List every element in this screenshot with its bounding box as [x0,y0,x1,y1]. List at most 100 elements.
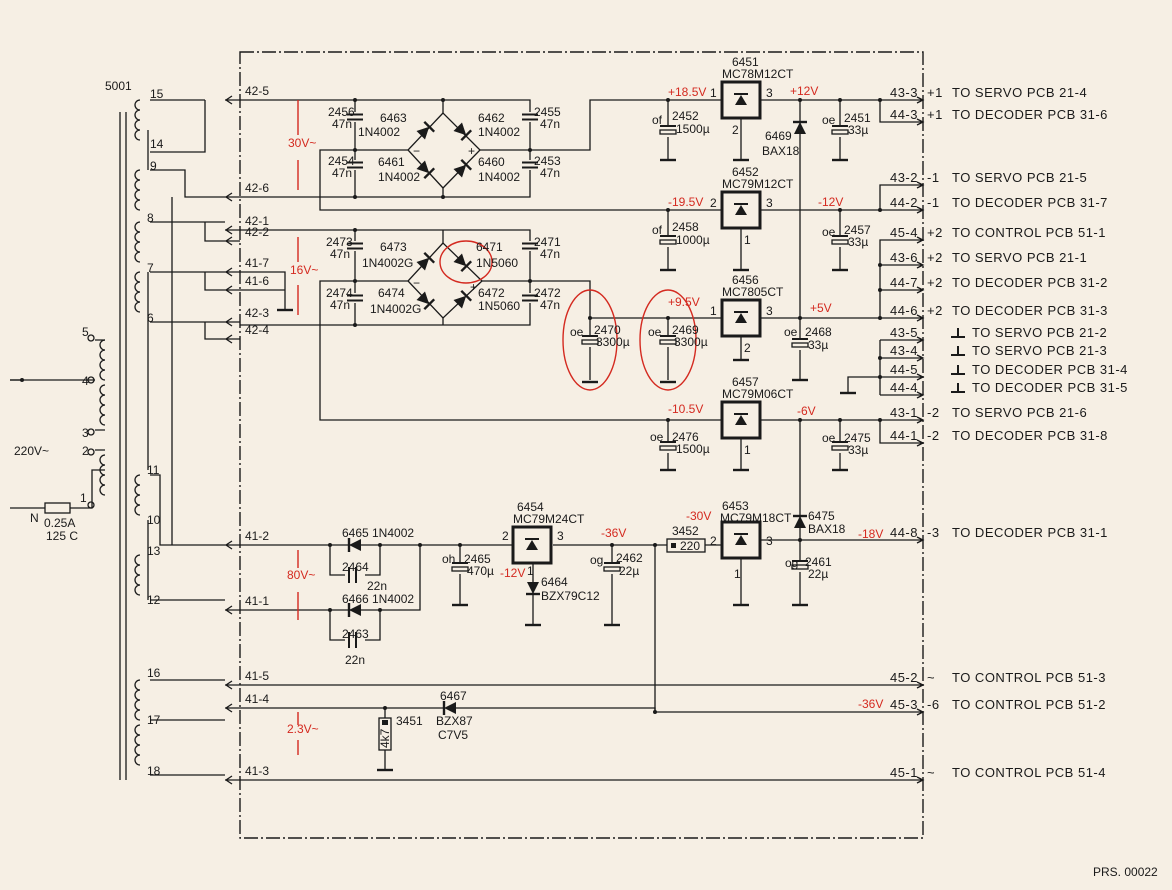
ground-icon [951,365,965,375]
output-connector-label: 45-4 [890,225,918,240]
part-value: 22µ [619,564,639,578]
output-connector-label: 44-6 [890,303,918,318]
pin-label: 1 [527,564,534,578]
tap-label: 17 [147,713,161,727]
regulator-6453 [720,520,762,560]
part-value: 1N4002 [478,125,520,139]
connector-42-4: 42-4 [224,323,269,344]
neutral-label: N [30,511,39,525]
part-ref: 6463 [380,111,407,125]
output-destination: TO SERVO PCB 21-3 [972,343,1107,358]
output-destination: TO CONTROL PCB 51-4 [952,765,1106,780]
voltage-label: -12V [500,566,525,580]
tap-label: 14 [150,137,164,151]
part-ref: 2462 [616,551,643,565]
cap-mark: oh [442,552,455,566]
output-sign: -6 [927,697,940,712]
connector-label: 41-3 [245,764,269,778]
connector-42-5: 42-5 [224,84,269,105]
pin-label: 3 [766,534,773,548]
part-ref: 6462 [478,111,505,125]
tap-label: 1 [80,491,87,505]
regulator-ref: 6451 [732,55,759,69]
part-ref: 6461 [378,155,405,169]
part-ref: 6465 [342,526,369,540]
tap-label: 8 [147,211,154,225]
part-ref: 6464 [541,575,568,589]
voltage-label: -30V [686,509,711,523]
regulator-ref: 6452 [732,165,759,179]
output-connector-label: 45-2 [890,670,918,685]
tap-label: 15 [150,87,164,101]
regulator-type: MC79M24CT [513,512,585,526]
regulator-6452 [720,190,762,230]
ground-icon [951,346,965,356]
output-destination: TO DECODER PCB 31-4 [972,362,1128,377]
output-destination: TO SERVO PCB 21-5 [952,170,1087,185]
connector-41-4: 41-4 [224,692,269,713]
part-ref: 2471 [534,235,561,249]
connector-label: 42-6 [245,181,269,195]
part-value: 47n [332,166,352,180]
cap-mark: oe [570,325,584,339]
part-ref: 6473 [380,240,407,254]
pin-label: 3 [766,86,773,100]
connector-label: 42-1 [245,214,269,228]
pin-label: 2 [744,341,751,355]
part-value: 1N5060 [478,299,520,313]
ground-icon [951,383,965,393]
tap-label: 5 [82,325,89,339]
minus-sign: − [413,276,420,290]
connector-label: 42-5 [245,84,269,98]
cap-mark: oe [648,325,662,339]
part-value: 1N4002 [372,526,414,540]
output-connector-label: 43-1 [890,405,918,420]
part-ref: 6469 [765,129,792,143]
regulator-type: MC79M06CT [722,387,794,401]
ground-icon [951,328,965,338]
cap-mark: of [652,223,663,237]
voltage-label: -6V [797,404,816,418]
part-ref: 2473 [326,235,353,249]
output-sign: -2 [927,428,940,443]
ac-voltage-2-3v: 2.3V~ [287,722,319,736]
part-value: 33µ [848,123,868,137]
connector-label: 42-2 [245,225,269,239]
output-destination: TO CONTROL PCB 51-2 [952,697,1106,712]
pin-label: 1 [710,86,717,100]
output-connector-label: 44-3 [890,107,918,122]
part-value: C7V5 [438,728,468,742]
output-connector-label: 44-8 [890,525,918,540]
mains-voltage: 220V~ [14,444,49,458]
output-row-45-2: 45-2~TO CONTROL PCB 51-3 [890,670,1105,689]
connector-41-1: 41-1 [224,594,269,615]
bridge-30v [240,98,722,211]
drawing-number: PRS. 00022 [1093,865,1158,879]
regulator-type: MC79M18CT [720,511,792,525]
part-ref: 2457 [844,223,871,237]
regulator-type: MC7805CT [722,285,784,299]
part-value: 22µ [808,567,828,581]
output-sign: -1 [927,195,940,210]
tap-label: 11 [147,463,160,477]
transformer-primary-tap-labels: 5 4 3 2 1 [80,325,89,505]
part-ref: 2465 [464,552,491,566]
part-ref: 2472 [534,286,561,300]
voltage-label: +5V [810,301,832,315]
output-row-45-1: 45-1~TO CONTROL PCB 51-4 [890,765,1106,784]
part-ref: 2452 [672,109,699,123]
minus-sign: − [413,144,420,158]
output-destination: TO DECODER PCB 31-2 [952,275,1108,290]
regulator-ref: 6456 [732,273,759,287]
part-value: 1500µ [676,442,710,456]
tap-label: 12 [147,593,161,607]
regulator-6457 [720,400,762,440]
dc-voltage-annotations: +18.5V +12V -19.5V -12V +9.5V +5V -10.5V… [500,84,883,711]
